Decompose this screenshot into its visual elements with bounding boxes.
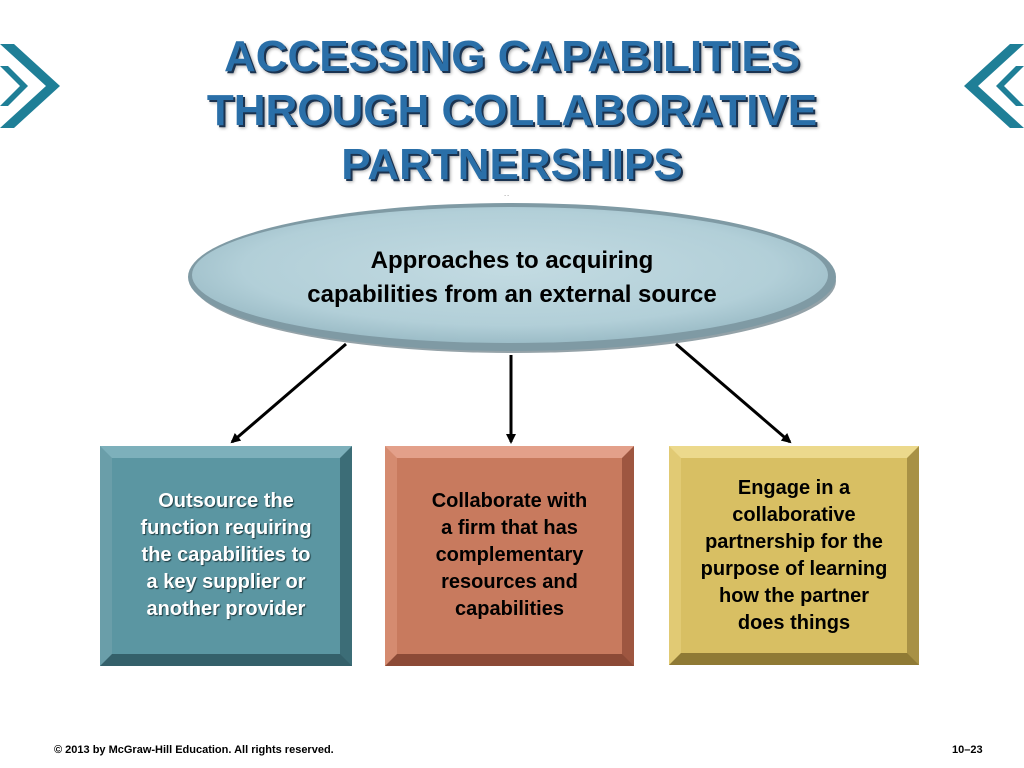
box-line: purpose of learning	[700, 558, 888, 580]
collaborate-box: Collaborate with a firm that has complem…	[385, 446, 634, 666]
outsource-label: Outsource the function requiring the cap…	[126, 488, 325, 623]
partnership-label: Engage in a collaborative partnership fo…	[687, 475, 902, 637]
partnership-box: Engage in a collaborative partnership fo…	[669, 446, 919, 665]
slide-title: ACCESSING CAPABILITIES THROUGH COLLABORA…	[112, 30, 912, 192]
arrow-left	[230, 342, 347, 444]
chevron-right-icon	[0, 44, 60, 128]
box-line: function requiring	[140, 517, 312, 539]
box-line: complementary	[435, 544, 584, 566]
box-line: another provider	[146, 598, 306, 620]
outsource-box: Outsource the function requiring the cap…	[100, 446, 352, 666]
ellipse-label: Approaches to acquiring capabilities fro…	[184, 244, 840, 312]
collaborate-label: Collaborate with a firm that has complem…	[418, 488, 602, 623]
title-line-1: ACCESSING CAPABILITIES	[223, 32, 801, 81]
box-line: partnership for the	[705, 531, 883, 553]
box-line: does things	[737, 612, 851, 634]
ellipse-line-2: capabilities from an external source	[307, 281, 717, 308]
box-line: how the partner	[718, 585, 869, 607]
copyright-notice: © 2013 by McGraw-Hill Education. All rig…	[54, 744, 334, 756]
box-line: a firm that has	[441, 517, 578, 539]
box-line: Outsource the	[158, 490, 294, 512]
arrow-right	[675, 342, 792, 444]
title-line-3: PARTNERSHIPS	[341, 140, 683, 189]
box-line: capabilities	[455, 598, 564, 620]
chevron-left-icon	[964, 44, 1024, 128]
ellipse-handle: ˙˙	[504, 194, 510, 204]
approaches-ellipse	[188, 203, 836, 353]
page-number: 10–23	[952, 744, 983, 756]
box-line: resources and	[441, 571, 578, 593]
box-line: Collaborate with	[431, 490, 588, 512]
box-line: the capabilities to	[141, 544, 311, 566]
box-line: a key supplier or	[146, 571, 306, 593]
box-line: collaborative	[732, 504, 856, 526]
title-line-2: THROUGH COLLABORATIVE	[206, 86, 818, 135]
ellipse-line-1: Approaches to acquiring	[370, 247, 654, 274]
box-line: Engage in a	[737, 477, 851, 499]
